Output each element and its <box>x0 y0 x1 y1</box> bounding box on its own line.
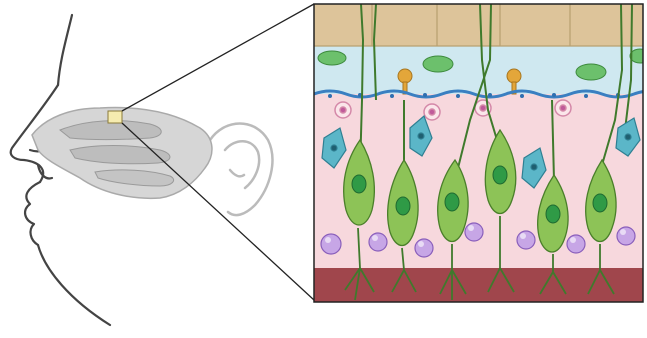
lips-outline <box>25 182 40 245</box>
forehead-outline <box>58 15 72 85</box>
olfactory-epithelium-inset <box>314 4 647 302</box>
inset-marker <box>108 111 122 123</box>
chin-outline <box>38 245 110 325</box>
ear-outline <box>210 124 272 216</box>
